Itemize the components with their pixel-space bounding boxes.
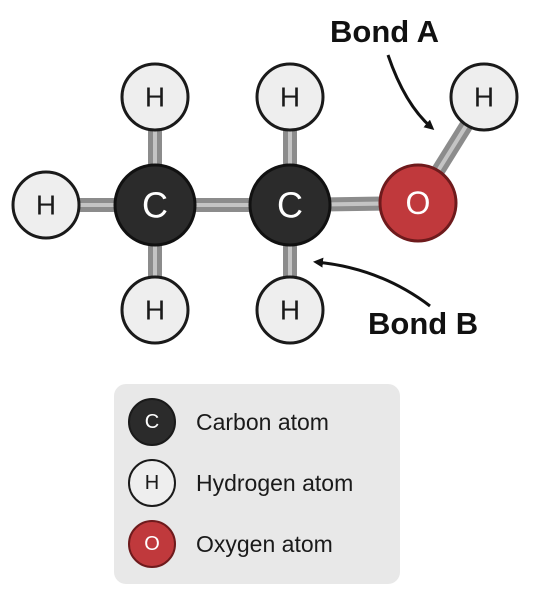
legend-item-oxygen: O Oxygen atom	[128, 518, 333, 570]
atom-o1: O	[378, 163, 458, 243]
atom-h5: H	[255, 275, 325, 345]
atom-circle-h3	[120, 275, 190, 345]
atom-label-c2: C	[277, 185, 303, 226]
atom-c1: C	[113, 163, 197, 247]
atom-circle-c2	[248, 163, 332, 247]
atom-label-o1: O	[406, 185, 431, 221]
atom-c2: C	[248, 163, 332, 247]
arrow-layer	[313, 54, 435, 308]
atom-circle-h5	[255, 275, 325, 345]
atom-label-h2: H	[145, 82, 165, 113]
atom-label-h4: H	[280, 82, 300, 113]
atom-label-h5: H	[280, 295, 300, 326]
atom-circle-c1	[113, 163, 197, 247]
atom-label-h6: H	[474, 82, 494, 113]
legend-label-hydrogen: Hydrogen atom	[196, 469, 354, 496]
atom-circle-h2	[120, 62, 190, 132]
bond-b-label: Bond B	[368, 306, 479, 341]
atom-label-h1: H	[36, 190, 56, 221]
atom-circle-o1	[378, 163, 458, 243]
bond-b-arrow	[313, 257, 431, 308]
legend-label-oxygen: Oxygen atom	[196, 530, 333, 557]
atom-h2: H	[120, 62, 190, 132]
oxygen-atom-icon: O	[128, 520, 176, 568]
atom-circle-h1	[11, 170, 81, 240]
atom-layer: C C O H H H H H H	[11, 62, 519, 345]
bond-a-arrow	[386, 54, 435, 130]
atom-label-h3: H	[145, 295, 165, 326]
legend-item-carbon: C Carbon atom	[128, 396, 329, 448]
atom-circle-h4	[255, 62, 325, 132]
legend-label-carbon: Carbon atom	[196, 408, 329, 435]
atom-h3: H	[120, 275, 190, 345]
atom-h4: H	[255, 62, 325, 132]
hydrogen-atom-icon: H	[128, 459, 176, 507]
atom-h1: H	[11, 170, 81, 240]
atom-circle-h6	[449, 62, 519, 132]
bond-a-label: Bond A	[330, 14, 440, 49]
legend-item-hydrogen: H Hydrogen atom	[128, 457, 353, 509]
atom-h6: H	[449, 62, 519, 132]
atom-label-c1: C	[142, 185, 168, 226]
carbon-atom-icon: C	[128, 398, 176, 446]
